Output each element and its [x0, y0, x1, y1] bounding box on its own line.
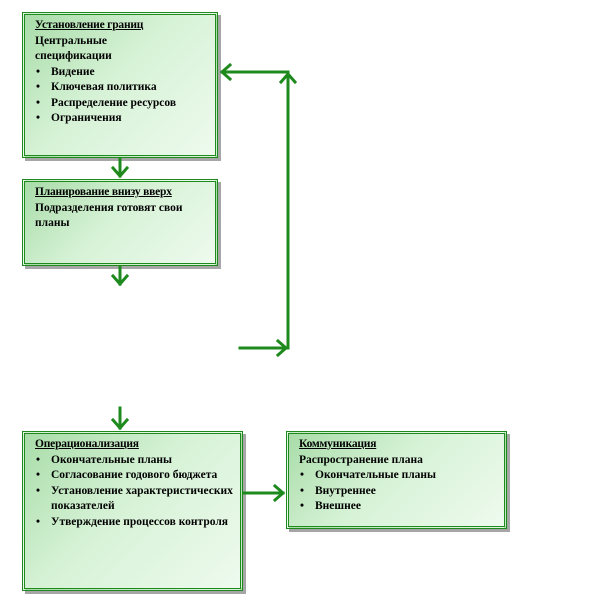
boundaries-item: Видение: [35, 65, 209, 81]
communication-title: Коммуникация: [299, 438, 377, 450]
bottom-up-title: Планирование внизу вверх: [35, 186, 172, 198]
arrow-operational-to-communication: [242, 483, 286, 503]
boundaries-subtitle-1: Центральные: [35, 34, 107, 47]
communication-item: Окончательные планы: [299, 468, 498, 484]
bottom-up-box: Планирование внизу вверх Подразделения г…: [22, 179, 218, 266]
communication-box: Коммуникация Распространение плана Оконч…: [286, 431, 507, 529]
operational-item: Окончательные планы: [35, 453, 234, 469]
communication-list: Окончательные планы Внутреннее Внешнее: [299, 468, 498, 515]
arrow-bottomup-down: [110, 265, 130, 287]
feedback-loop-vertical: [278, 71, 298, 350]
arrow-boundaries-to-bottomup: [110, 157, 130, 179]
arrow-into-operational: [110, 406, 130, 431]
bottom-up-text: Подразделения готовят свои планы: [35, 201, 183, 230]
operational-box: Операционализация Окончательные планы Со…: [22, 431, 243, 591]
boundaries-item: Ключевая политика: [35, 80, 209, 96]
boundaries-item: Ограничения: [35, 111, 209, 127]
boundaries-item: Распределение ресурсов: [35, 96, 209, 112]
operational-item: Утверждение процессов контроля: [35, 515, 234, 531]
boundaries-title: Установление границ: [35, 19, 144, 31]
communication-item: Внутреннее: [299, 484, 498, 500]
communication-subtitle: Распространение плана: [299, 453, 423, 466]
operational-item: Согласование годового бюджета: [35, 468, 234, 484]
operational-list: Окончательные планы Согласование годовог…: [35, 453, 234, 531]
boundaries-box: Установление границ Центральные специфик…: [22, 12, 218, 158]
arrow-feedback-to-boundaries: [219, 62, 290, 82]
operational-item: Установление характеристических показате…: [35, 484, 234, 515]
communication-item: Внешнее: [299, 499, 498, 515]
boundaries-list: Видение Ключевая политика Распределение …: [35, 65, 209, 127]
operational-title: Операционализация: [35, 438, 139, 450]
boundaries-subtitle-2: спецификации: [35, 50, 112, 62]
arrow-to-feedback-loop: [238, 338, 289, 358]
